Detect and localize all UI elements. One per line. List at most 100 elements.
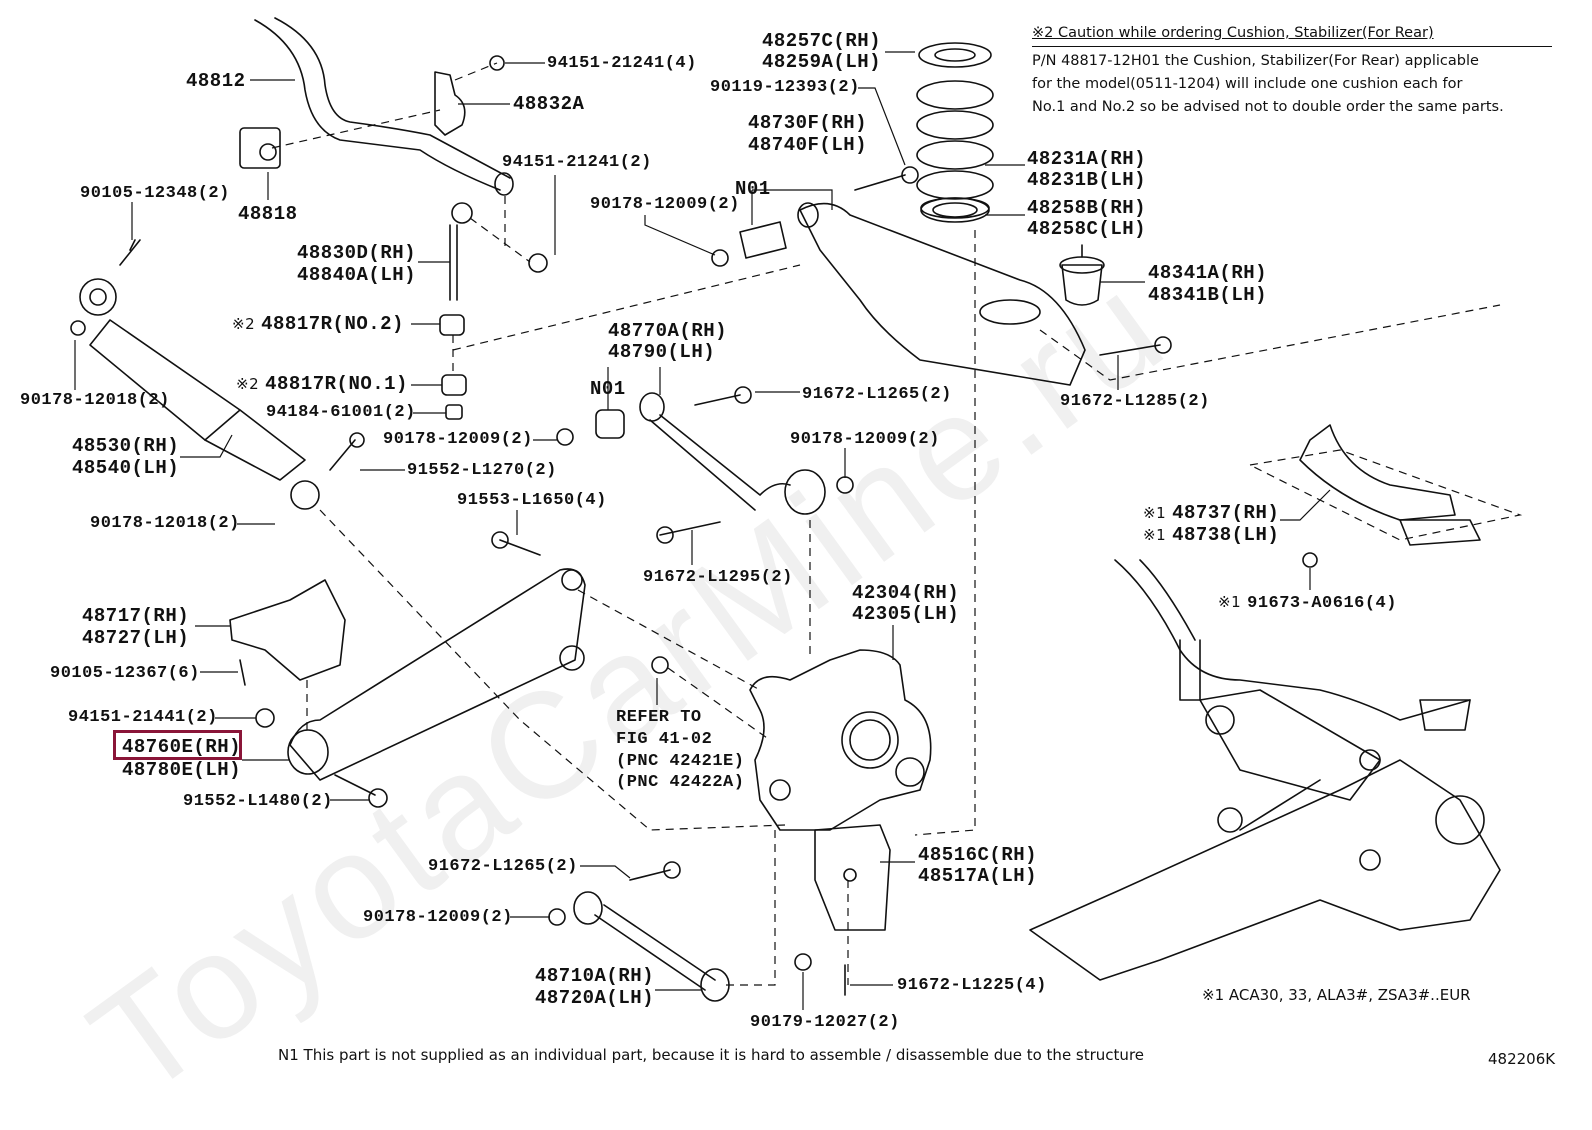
toe-control-link-drawing xyxy=(548,891,846,1002)
part-label[interactable]: 94151-21241(4) xyxy=(547,54,697,73)
part-label[interactable]: 90178-12018(2) xyxy=(90,514,240,533)
part-label[interactable]: 90105-12348(2) xyxy=(80,184,230,203)
note-mark: ※2 xyxy=(232,315,256,333)
part-label[interactable]: 90178-12018(2) xyxy=(20,391,170,410)
part-label[interactable]: 48740F(LH) xyxy=(748,134,868,156)
caution-note-line: No.1 and No.2 so be advised not to doubl… xyxy=(1032,99,1504,115)
part-number: 48817R(NO.1) xyxy=(265,373,408,395)
reference-note[interactable]: REFER TO xyxy=(616,708,702,727)
part-label[interactable]: 91552-L1270(2) xyxy=(407,461,557,480)
coil-spring-drawing xyxy=(916,42,994,223)
caution-note-line: for the model(0511-1204) will include on… xyxy=(1032,76,1463,92)
part-label[interactable]: ※1 91673-A0616(4) xyxy=(1218,592,1397,614)
part-label[interactable]: 42305(LH) xyxy=(852,603,960,625)
part-label[interactable]: 48770A(RH) xyxy=(608,320,728,342)
part-label[interactable]: 91672-L1225(4) xyxy=(897,976,1047,995)
part-label[interactable]: 48790(LH) xyxy=(608,341,716,363)
reference-note[interactable]: (PNC 42421E) xyxy=(616,752,745,771)
part-label[interactable]: 48830D(RH) xyxy=(297,242,417,264)
mudguard-drawing xyxy=(1299,424,1481,568)
reference-note[interactable]: (PNC 42422A) xyxy=(616,773,745,792)
part-label[interactable]: 91552-L1480(2) xyxy=(183,792,333,811)
caution-note-underline xyxy=(1032,46,1552,47)
cushion-no1-drawing xyxy=(441,374,467,396)
part-label[interactable]: 48710A(RH) xyxy=(535,965,655,987)
stabilizer-bushing-drawing xyxy=(239,127,281,169)
part-label[interactable]: 48258C(LH) xyxy=(1027,218,1147,240)
part-label[interactable]: 48840A(LH) xyxy=(297,264,417,286)
part-label[interactable]: 48341B(LH) xyxy=(1148,284,1268,306)
note-mark: ※2 xyxy=(236,375,260,393)
axle-bracket-drawing xyxy=(814,824,891,931)
part-label[interactable]: ※1 48737(RH) xyxy=(1143,502,1279,524)
part-label[interactable]: 94151-21241(2) xyxy=(502,153,652,172)
part-label[interactable]: 42304(RH) xyxy=(852,582,960,604)
part-number: 48737(RH) xyxy=(1172,502,1280,524)
part-label-highlighted[interactable]: 48760E(RH) xyxy=(122,736,242,758)
shock-absorber-drawing xyxy=(70,239,320,510)
lateral-arm-drawing xyxy=(556,392,854,515)
part-label[interactable]: 94151-21441(2) xyxy=(68,708,218,727)
trailing-arm-drawing xyxy=(255,568,586,781)
note-mark: ※1 xyxy=(1218,593,1242,611)
part-label[interactable]: N01 xyxy=(590,378,626,400)
part-label[interactable]: 48259A(LH) xyxy=(762,51,882,73)
part-label[interactable]: 48818 xyxy=(238,203,298,225)
trailing-arm-bracket-drawing xyxy=(229,579,346,686)
part-label[interactable]: 90179-12027(2) xyxy=(750,1013,900,1032)
part-number: 91673-A0616(4) xyxy=(1247,594,1397,613)
part-label[interactable]: 90178-12009(2) xyxy=(590,195,740,214)
stabilizer-bracket-drawing xyxy=(434,71,466,136)
part-label[interactable]: 48516C(RH) xyxy=(918,844,1038,866)
part-label[interactable]: 91672-L1265(2) xyxy=(802,385,952,404)
part-label[interactable]: 91672-L1295(2) xyxy=(643,568,793,587)
part-label[interactable]: 48832A xyxy=(513,93,585,115)
note-mark: ※1 xyxy=(1143,504,1167,522)
part-label[interactable]: 48780E(LH) xyxy=(122,759,242,781)
part-label[interactable]: 48530(RH) xyxy=(72,435,180,457)
part-label[interactable]: 91553-L1650(4) xyxy=(457,491,607,510)
caution-note-title: ※2 Caution while ordering Cushion, Stabi… xyxy=(1032,25,1434,41)
part-label[interactable]: 91672-L1265(2) xyxy=(428,857,578,876)
cushion-nut-drawing xyxy=(445,404,463,420)
part-label[interactable]: 48812 xyxy=(186,70,246,92)
part-label[interactable]: 48720A(LH) xyxy=(535,987,655,1009)
upper-control-arm-drawing xyxy=(797,202,1086,386)
part-label[interactable]: 48517A(LH) xyxy=(918,865,1038,887)
part-label[interactable]: 90178-12009(2) xyxy=(363,908,513,927)
part-label[interactable]: 94184-61001(2) xyxy=(266,403,416,422)
part-label[interactable]: 48257C(RH) xyxy=(762,30,882,52)
stabilizer-bar-drawing xyxy=(254,17,514,196)
applicability-note: ※1 ACA30, 33, ALA3#, ZSA3#..EUR xyxy=(1202,986,1471,1004)
bushing-n01-drawing xyxy=(739,221,787,259)
part-label[interactable]: 90105-12367(6) xyxy=(50,664,200,683)
part-label[interactable]: 48258B(RH) xyxy=(1027,197,1147,219)
assembly-dashed-lines xyxy=(271,62,1523,986)
bolt-drawing xyxy=(854,174,906,191)
note-mark: ※1 xyxy=(1143,526,1167,544)
reference-note[interactable]: FIG 41-02 xyxy=(616,730,713,749)
part-label[interactable]: 91672-L1285(2) xyxy=(1060,392,1210,411)
highlighted-part-box xyxy=(113,730,242,760)
part-label[interactable]: 48727(LH) xyxy=(82,627,190,649)
part-label[interactable]: 48231A(RH) xyxy=(1027,148,1147,170)
diagram-artwork xyxy=(70,17,1523,1010)
footnote: N1 This part is not supplied as an indiv… xyxy=(278,1046,1145,1064)
part-label[interactable]: 48717(RH) xyxy=(82,605,190,627)
bump-stopper-drawing xyxy=(1059,244,1105,306)
part-label[interactable]: 48341A(RH) xyxy=(1148,262,1268,284)
nut-drawing xyxy=(489,55,505,71)
part-label[interactable]: 90178-12009(2) xyxy=(383,430,533,449)
part-label[interactable]: 48540(LH) xyxy=(72,457,180,479)
part-label[interactable]: 48730F(RH) xyxy=(748,112,868,134)
part-label[interactable]: 90178-12009(2) xyxy=(790,430,940,449)
diagram-code: 482206K xyxy=(1488,1050,1556,1068)
part-label[interactable]: 48231B(LH) xyxy=(1027,169,1147,191)
part-label[interactable]: N01 xyxy=(735,178,771,200)
assembled-suspension-drawing xyxy=(1029,559,1501,981)
cushion-no2-drawing xyxy=(439,314,465,336)
part-label[interactable]: 90119-12393(2) xyxy=(710,78,860,97)
part-label[interactable]: ※2 48817R(NO.1) xyxy=(236,373,408,395)
